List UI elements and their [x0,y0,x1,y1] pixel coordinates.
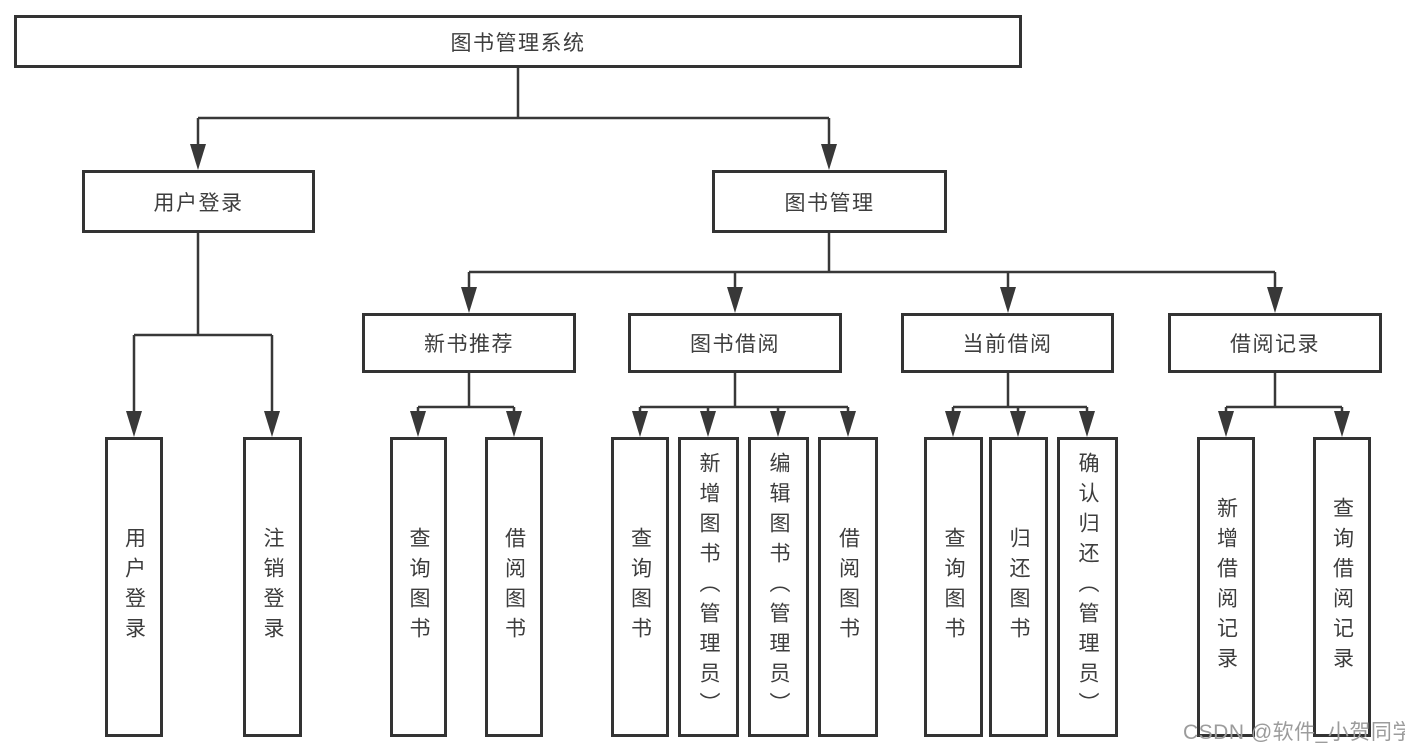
node-borrow-records: 借阅记录 [1168,313,1382,373]
leaf-add-book-admin: 新增图书（管理员） [678,437,739,737]
leaf-borrow-books-1: 借阅图书 [485,437,543,737]
leaf-add-borrow-record: 新增借阅记录 [1197,437,1255,737]
csdn-watermark: CSDN @软件_小贺同学 [1183,721,1405,744]
leaf-query-books-1: 查询图书 [390,437,447,737]
leaf-confirm-return-admin: 确认归还（管理员） [1057,437,1118,737]
node-book-management: 图书管理 [712,170,947,233]
node-root: 图书管理系统 [14,15,1022,68]
leaf-borrow-books-2: 借阅图书 [818,437,878,737]
leaf-query-borrow-record: 查询借阅记录 [1313,437,1371,737]
node-user-login: 用户登录 [82,170,315,233]
leaf-query-books-2: 查询图书 [611,437,669,737]
node-current-borrow: 当前借阅 [901,313,1114,373]
leaf-return-book: 归还图书 [989,437,1048,737]
node-new-book-recommend: 新书推荐 [362,313,576,373]
leaf-query-books-3: 查询图书 [924,437,983,737]
leaf-logout: 注销登录 [243,437,302,737]
node-book-borrow: 图书借阅 [628,313,842,373]
leaf-user-login: 用户登录 [105,437,163,737]
leaf-edit-book-admin: 编辑图书（管理员） [748,437,809,737]
